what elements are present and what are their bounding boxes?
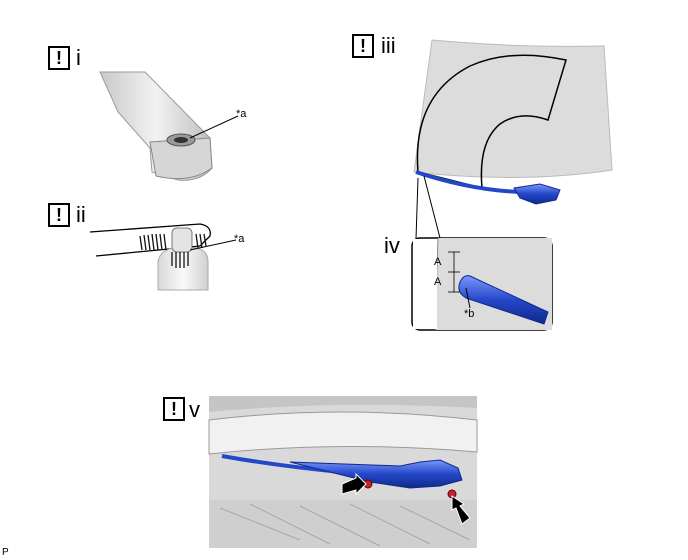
step-label-iii: iii	[381, 33, 396, 58]
warning-icon: !	[352, 34, 374, 58]
warning-icon: !	[163, 397, 185, 421]
dimension-a-label: A	[434, 256, 442, 268]
step-label-i: i	[76, 45, 81, 70]
dimension-a-label: A	[434, 276, 442, 288]
callout-b-label: *b	[464, 308, 475, 320]
callout-a-label: *a	[234, 233, 245, 245]
arm-hole-illustration	[99, 71, 239, 181]
callout-a-label: *a	[236, 108, 247, 120]
installed-wiper-illustration	[208, 396, 478, 548]
callout-leader-a2	[189, 239, 237, 251]
step-label-ii: ii	[76, 202, 86, 227]
warning-icon: !	[48, 46, 70, 70]
step-label-v: v	[189, 397, 200, 422]
nozzle-brush-illustration	[89, 223, 237, 291]
step-label-iv: iv	[384, 233, 400, 258]
warning-icon: !	[48, 203, 70, 227]
wiper-position-detail	[411, 237, 553, 331]
footer-code: P	[2, 547, 9, 558]
callout-leader-a1	[189, 115, 239, 139]
